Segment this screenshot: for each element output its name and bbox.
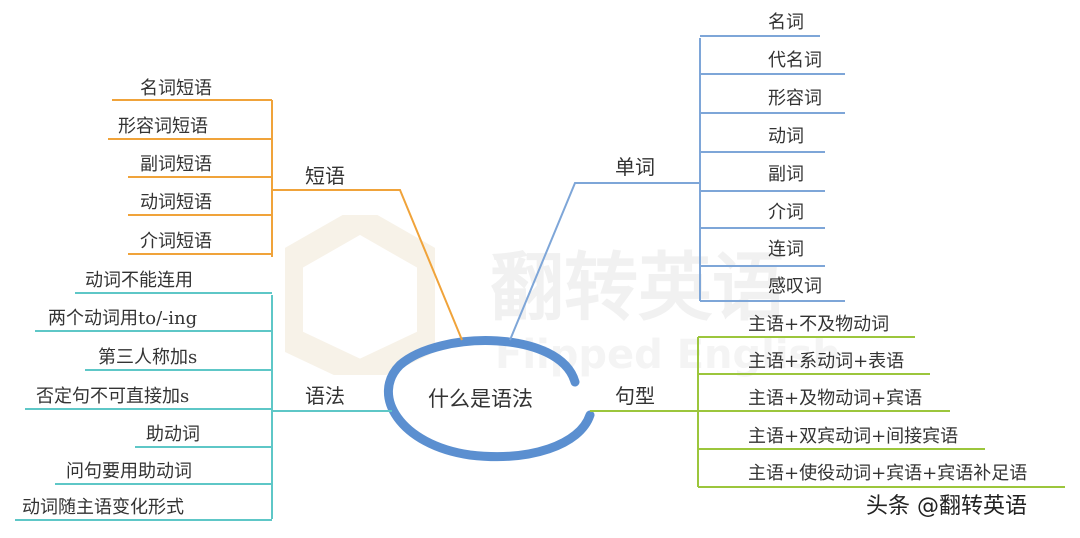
center-topic: 什么是语法: [428, 387, 533, 411]
sentence-item: 主语+不及物动词: [748, 314, 890, 335]
phrase-item: 副词短语: [140, 154, 212, 175]
branch-label-word: 单词: [615, 155, 655, 179]
word-item: 感叹词: [768, 276, 822, 297]
grammar-item: 否定句不可直接加s: [36, 386, 190, 407]
grammar-item: 问句要用助动词: [66, 461, 192, 482]
watermark-title: 翻转英语: [490, 245, 786, 331]
sentence-item: 主语+及物动词+宾语: [748, 388, 923, 409]
grammar-item: 动词不能连用: [85, 270, 193, 291]
sentence-item: 主语+使役动词+宾语+宾语补足语: [748, 463, 1028, 484]
word-item: 副词: [768, 164, 804, 185]
branch-label-grammar: 语法: [305, 384, 345, 408]
word-item: 介词: [768, 202, 804, 223]
grammar-item: 助动词: [146, 424, 200, 445]
word-item: 动词: [768, 126, 804, 147]
branch-label-sentence: 句型: [615, 384, 655, 408]
center-swirl: [384, 336, 595, 462]
word-item: 形容词: [768, 88, 822, 109]
word-item: 名词: [768, 12, 804, 33]
phrase-item: 介词短语: [140, 231, 212, 252]
branch-label-phrase: 短语: [305, 164, 345, 188]
phrase-item: 形容词短语: [118, 116, 208, 137]
sentence-item: 主语+系动词+表语: [748, 351, 905, 372]
footer-credit: 头条 @翻转英语: [866, 494, 1027, 519]
grammar-item: 两个动词用to/-ing: [48, 308, 198, 329]
word-item: 代名词: [768, 50, 822, 71]
word-item: 连词: [768, 239, 804, 260]
phrase-item: 动词短语: [140, 192, 212, 213]
grammar-item: 第三人称加s: [98, 347, 198, 368]
sentence-item: 主语+双宾动词+间接宾语: [748, 426, 959, 447]
grammar-item: 动词随主语变化形式: [22, 497, 184, 518]
phrase-item: 名词短语: [140, 78, 212, 99]
